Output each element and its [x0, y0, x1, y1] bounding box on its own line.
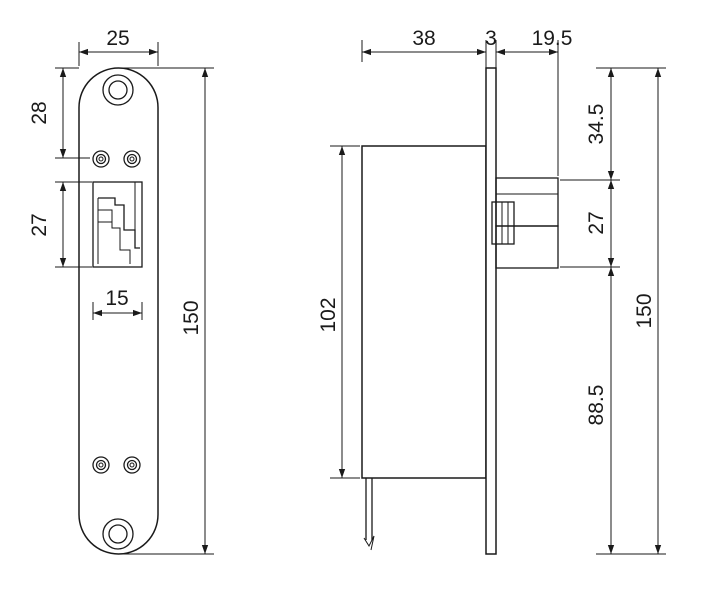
cable — [363, 478, 375, 551]
dim-top-to-screws: 28 — [28, 67, 90, 159]
dim-opening-height: 27 — [28, 181, 92, 268]
dim-top-to-screws-label: 28 — [28, 101, 51, 124]
dim-bolt-projection-label: 19.5 — [532, 27, 573, 50]
dim-front-total-height-label: 150 — [180, 300, 203, 335]
face-plate — [485, 67, 497, 555]
dim-front-total-height: 150 — [118, 67, 214, 555]
dim-body-depth-label: 38 — [412, 27, 435, 50]
bottom-mounting-hole — [102, 518, 134, 550]
upper-screws — [92, 150, 141, 168]
dim-bolt-to-bottom: 88.5 — [585, 267, 615, 554]
bolt-opening — [92, 181, 143, 268]
dim-plate-thickness: 3 — [485, 27, 497, 68]
dim-body-height: 102 — [317, 145, 360, 479]
dim-opening-width-label: 15 — [105, 287, 128, 310]
dim-opening-width: 15 — [92, 287, 143, 320]
dim-width-label: 25 — [106, 27, 129, 50]
dim-bolt-height: 27 — [585, 180, 615, 267]
top-mounting-hole — [102, 74, 134, 106]
dim-body-depth: 38 — [361, 27, 487, 68]
dim-body-height-label: 102 — [317, 297, 340, 332]
lower-screws — [92, 456, 141, 474]
dim-width: 25 — [78, 27, 159, 66]
lock-body — [361, 145, 487, 479]
dim-bolt-height-label: 27 — [585, 211, 608, 234]
front-view: 25 28 27 15 150 — [28, 27, 214, 555]
side-view: 38 3 19.5 102 34.5 — [317, 27, 666, 555]
dim-opening-height-label: 27 — [28, 213, 51, 236]
strike-plate-outline — [78, 67, 159, 555]
dim-bolt-projection: 19.5 — [496, 27, 572, 176]
dim-plate-thickness-label: 3 — [485, 27, 497, 50]
dim-top-to-bolt-label: 34.5 — [585, 104, 608, 145]
dim-side-total-height: 150 — [633, 68, 662, 554]
bolt — [491, 177, 559, 269]
dim-side-total-height-label: 150 — [633, 293, 656, 328]
dim-bolt-to-bottom-label: 88.5 — [585, 385, 608, 426]
dim-top-to-bolt: 34.5 — [585, 68, 615, 180]
